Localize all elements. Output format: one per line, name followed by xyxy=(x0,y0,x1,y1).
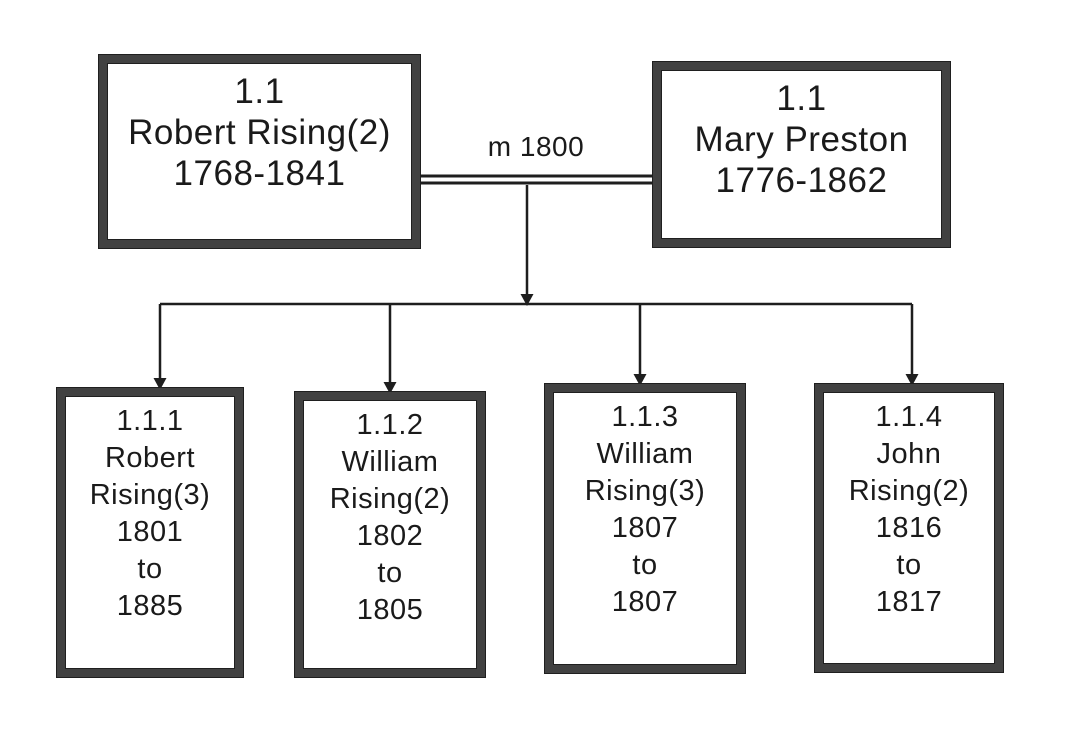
child-to-label: to xyxy=(632,549,658,581)
parent-box-mary-preston: 1.1 Mary Preston 1776-1862 xyxy=(653,62,950,247)
child-to-label: to xyxy=(137,553,163,585)
child-id: 1.1.2 xyxy=(356,409,424,441)
child-birth-year: 1816 xyxy=(875,512,943,544)
child-surname: Rising(3) xyxy=(584,475,706,507)
child-birth-year: 1807 xyxy=(611,512,679,544)
child-given-name: Robert xyxy=(104,442,196,474)
person-name: Mary Preston xyxy=(694,120,909,159)
child-death-year: 1805 xyxy=(356,594,424,626)
child-box-1-1-3: 1.1.3 William Rising(3) 1807 to 1807 xyxy=(545,384,745,673)
child-given-name: William xyxy=(596,438,694,470)
child-arrowhead-3-icon xyxy=(633,374,647,386)
child-birth-year: 1802 xyxy=(356,520,424,552)
child-death-year: 1817 xyxy=(875,586,943,618)
person-years: 1776-1862 xyxy=(715,161,888,200)
descent-arrowhead-icon xyxy=(520,294,534,306)
child-arrowhead-4-icon xyxy=(905,374,919,386)
child-death-year: 1807 xyxy=(611,586,679,618)
child-to-label: to xyxy=(377,557,403,589)
child-to-label: to xyxy=(896,549,922,581)
child-birth-year: 1801 xyxy=(116,516,184,548)
child-surname: Rising(2) xyxy=(329,483,451,515)
person-years: 1768-1841 xyxy=(173,154,346,193)
child-arrowhead-2-icon xyxy=(383,382,397,394)
parent-box-robert-rising: 1.1 Robert Rising(2) 1768-1841 xyxy=(99,55,420,248)
child-box-1-1-1: 1.1.1 Robert Rising(3) 1801 to 1885 xyxy=(57,388,243,677)
person-name: Robert Rising(2) xyxy=(128,113,391,152)
child-box-1-1-2: 1.1.2 William Rising(2) 1802 to 1805 xyxy=(295,392,485,677)
child-id: 1.1.4 xyxy=(875,401,943,433)
marriage-label: m 1800 xyxy=(487,131,585,162)
child-surname: Rising(2) xyxy=(848,475,970,507)
child-box-1-1-4: 1.1.4 John Rising(2) 1816 to 1817 xyxy=(815,384,1003,672)
person-id: 1.1 xyxy=(776,79,827,118)
person-id: 1.1 xyxy=(234,72,285,111)
child-given-name: John xyxy=(876,438,942,470)
child-arrowhead-1-icon xyxy=(153,378,167,390)
child-id: 1.1.3 xyxy=(611,401,679,433)
child-given-name: William xyxy=(341,446,439,478)
child-surname: Rising(3) xyxy=(89,479,211,511)
child-id: 1.1.1 xyxy=(116,405,184,437)
child-death-year: 1885 xyxy=(116,590,184,622)
